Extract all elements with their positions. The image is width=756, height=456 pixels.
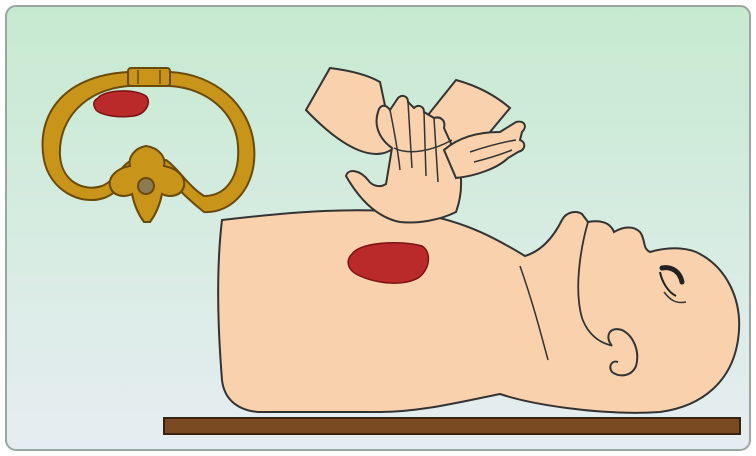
- sternum: [128, 68, 170, 86]
- inset-heart: [94, 91, 149, 117]
- spinal-canal: [138, 178, 154, 194]
- hard-surface-board-icon: [164, 418, 740, 434]
